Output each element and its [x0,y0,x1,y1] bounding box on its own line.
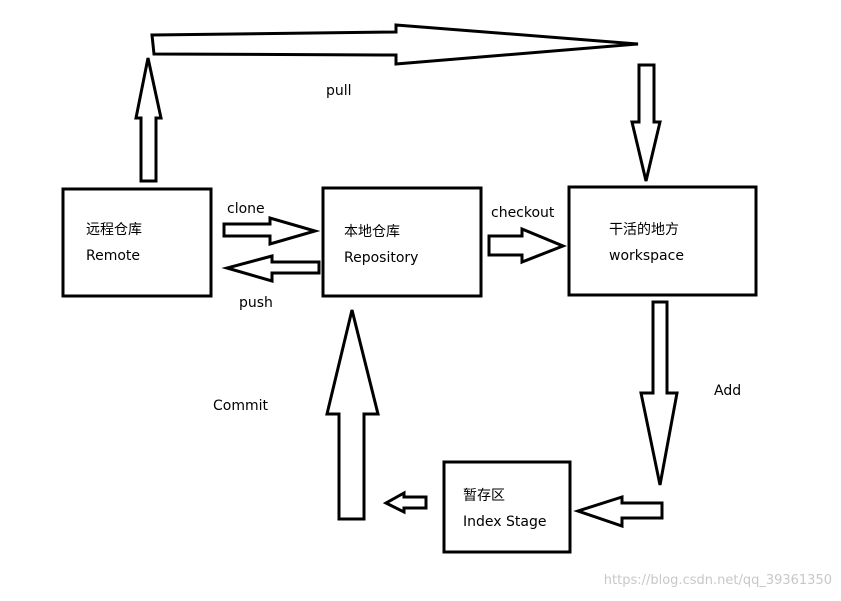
repository-title: 本地仓库 [344,224,400,240]
watermark: https://blog.csdn.net/qq_39361350 [604,573,832,588]
workspace-title: 干活的地方 [609,222,679,238]
remote-box [61,187,213,298]
add-arrow [639,300,679,486]
index-stage-box [442,460,572,554]
repository-subtitle: Repository [344,250,418,266]
commit-label: Commit [213,398,269,414]
remote-title: 远程仓库 [86,222,142,238]
add-to-index-arrow [573,494,664,529]
index-to-commit-arrow [382,490,428,515]
workspace-subtitle: workspace [609,248,684,264]
repository-box [321,186,483,298]
remote-up-arrow [134,57,163,183]
index-title: 暂存区 [463,488,505,504]
commit-arrow [325,309,380,521]
push-arrow [221,254,321,283]
clone-label: clone [227,201,265,217]
clone-arrow [222,216,321,246]
checkout-arrow [487,226,568,265]
index-subtitle: Index Stage [463,514,546,530]
push-label: push [239,295,273,311]
pull-arrow [150,23,639,66]
pull-label: pull [326,83,352,99]
add-label: Add [714,383,741,399]
workspace-down-arrow [630,63,662,182]
remote-subtitle: Remote [86,248,140,264]
workspace-box [567,185,758,297]
checkout-label: checkout [491,205,555,221]
